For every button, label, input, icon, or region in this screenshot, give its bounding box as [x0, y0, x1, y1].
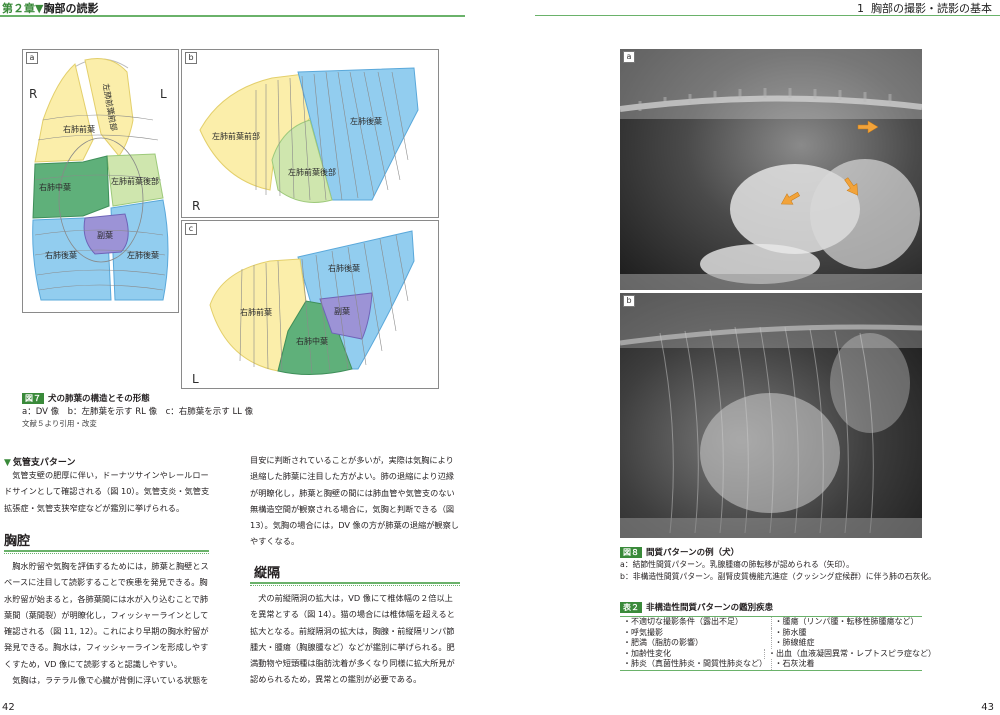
lobe-b-anterior-caudal: 左肺前葉後部 — [288, 167, 336, 177]
table-row: ・肥満（脂肪の影響）・肺線維症 — [620, 638, 922, 649]
fig7-panel-a: a R L 左肺前葉前部 右肺前葉 右肺中葉 — [22, 49, 179, 313]
L-label: L — [160, 87, 167, 101]
paragraph: 気管支壁の肥厚に伴い，ドーナツサインやレールロードサインとして確認される（図 1… — [4, 470, 210, 513]
section-heading-mediastinum: 縦隔 — [254, 566, 281, 581]
paragraph: 犬の前縦隔洞の拡大は，VD 像にて椎体幅の２倍以上を異常とする（図 14）。猫の… — [250, 593, 455, 685]
chapter-title: 胸部の読影 — [43, 2, 99, 15]
fig7-panel-c: c L 右肺後葉 副葉 右肺前葉 右肺中葉 — [181, 220, 439, 389]
page-number-right: 43 — [981, 702, 994, 713]
fig8-caption-a: a：結節性間質パターン。乳腺腫瘍の肺転移が認められる（矢印）。 — [620, 560, 854, 569]
para-pleural: 胸水貯留や気胸を評価するためには，肺葉と胸壁とスペースに注目して読影することで疾… — [4, 558, 211, 688]
section-rule — [4, 550, 209, 552]
table-cell: ・加齢性変化 — [620, 648, 765, 660]
xray-a-image — [620, 49, 922, 290]
panel-label-xray-a: a — [623, 51, 635, 63]
table-row: ・不適切な撮影条件（露出不足）・腫瘍（リンパ腫・転移性肺腫瘍など） — [620, 617, 922, 628]
lung-ll-diagram: L 右肺後葉 副葉 右肺前葉 右肺中葉 — [192, 230, 415, 386]
panel-label-c: c — [185, 223, 197, 235]
fig7-source: 文献５より引用・改変 — [22, 419, 97, 428]
lobe-c-accessory: 副葉 — [334, 306, 350, 316]
table-cell: ・呼気撮影 — [620, 627, 772, 639]
fig8-caption-title: 図８ 間質パターンの例（犬） — [620, 546, 739, 558]
para-pneumothorax: 目安に判断されていることが多いが，実際は気胸により退縮した肺葉に注目した方がよい… — [250, 452, 460, 550]
xray-b-image — [620, 293, 922, 538]
page-number-left: 42 — [2, 702, 15, 713]
xray-a: a — [620, 49, 922, 290]
lobe-right-middle: 右肺中葉 — [39, 182, 71, 192]
paragraph: 胸水貯留や気胸を評価するためには，肺葉と胸壁とスペースに注目して読影することで疾… — [4, 561, 209, 669]
lobe-right-caudal: 右肺後葉 — [45, 250, 77, 260]
table-row: ・肺炎（真菌性肺炎・間質性肺炎など）・石灰沈着 — [620, 659, 922, 670]
table-cell: ・不適切な撮影条件（露出不足） — [620, 617, 772, 628]
table2-title-text: 非構造性間質パターンの鑑別疾患 — [646, 603, 774, 613]
fig7-caption: a：DV 像 b：左肺葉を示す RL 像 c：右肺葉を示す LL 像 — [22, 407, 254, 417]
fig7-title: 犬の肺葉の構造とその形態 — [48, 394, 150, 404]
lobe-c-anterior: 右肺前葉 — [240, 307, 272, 317]
table-row: ・呼気撮影・肺水腫 — [620, 627, 922, 639]
table-cell: ・肥満（脂肪の影響） — [620, 638, 772, 649]
fig7-panel-b: b R 左肺前葉前部 左肺後葉 左肺前葉後部 — [181, 49, 439, 218]
fig7-tag: 図７ — [22, 393, 44, 404]
panel-label-xray-b: b — [623, 295, 635, 307]
table-cell: ・肺炎（真菌性肺炎・間質性肺炎など） — [620, 659, 772, 670]
lobe-b-caudal: 左肺後葉 — [350, 116, 382, 126]
panel-label-a: a — [26, 52, 38, 64]
lobe-left-caudal: 左肺後葉 — [127, 250, 159, 260]
table-cell: ・腫瘍（リンパ腫・転移性肺腫瘍など） — [774, 617, 919, 626]
panel-label-b: b — [185, 52, 197, 64]
table-cell: ・石灰沈着 — [774, 659, 815, 669]
lobe-accessory: 副葉 — [97, 230, 113, 240]
para-mediastinum: 犬の前縦隔洞の拡大は，VD 像にて椎体幅の２倍以上を異常とする（図 14）。猫の… — [250, 590, 460, 688]
triangle-icon: ▼ — [35, 2, 44, 15]
lobe-c-caudal: 右肺後葉 — [328, 263, 360, 273]
R-label: R — [29, 87, 37, 101]
section-heading-pleural: 胸腔 — [4, 534, 31, 549]
fig8-tag: 図８ — [620, 547, 642, 558]
paragraph: 気胸は，ラテラル像で心臓が背側に浮いている状態を — [12, 675, 209, 686]
header-rule-left — [0, 15, 465, 17]
table2-tag: 表２ — [620, 602, 642, 613]
xray-b: b — [620, 293, 922, 538]
R-label-b: R — [192, 199, 200, 213]
lobe-c-middle: 右肺中葉 — [296, 336, 328, 346]
lobe-right-anterior: 右肺前葉 — [63, 124, 95, 134]
lung-dv-diagram: R L 左肺前葉前部 右肺前葉 右肺中葉 左肺前葉後部 副葉 右肺後葉 左肺後葉 — [29, 58, 169, 301]
lung-rl-diagram: R 左肺前葉前部 左肺後葉 左肺前葉後部 — [192, 67, 419, 213]
fig8-title: 間質パターンの例（犬） — [646, 548, 740, 558]
fig7-caption-title: 図７ 犬の肺葉の構造とその形態 — [22, 392, 150, 404]
header-rule-right — [535, 15, 1000, 16]
section-number: 1 — [857, 2, 864, 15]
section-rule-dotted — [4, 553, 209, 554]
lobe-left-anterior-caudal: 左肺前葉後部 — [111, 176, 159, 186]
left-running-header: 第２章▼胸部の読影 — [2, 0, 98, 16]
table-cell: ・肺線維症 — [774, 638, 815, 648]
table-cell: ・肺水腫 — [774, 627, 807, 637]
paragraph: 目安に判断されていることが多いが，実際は気胸により退縮した肺葉に注目した方がよい… — [250, 455, 459, 547]
triangle-icon: ▼ — [4, 458, 11, 468]
table2: ・不適切な撮影条件（露出不足）・腫瘍（リンパ腫・転移性肺腫瘍など） ・呼気撮影・… — [620, 616, 936, 671]
L-label-c: L — [192, 372, 199, 386]
subhead-bronchial: ▼気管支パターン — [4, 455, 75, 468]
lobe-b-anterior-cranial: 左肺前葉前部 — [212, 131, 260, 141]
table-row: ・加齢性変化・出血（血液凝固異常・レプトスピラ症など） — [620, 648, 936, 660]
table2-title: 表２ 非構造性間質パターンの鑑別疾患 — [620, 601, 773, 613]
para-bronchial: 気管支壁の肥厚に伴い，ドーナツサインやレールロードサインとして確認される（図 1… — [4, 467, 211, 516]
fig8-caption-b: b：非構造性間質パターン。副腎皮質機能亢進症（クッシング症候群）に伴う肺の石灰化… — [620, 572, 936, 581]
section-title: 胸部の撮影・読影の基本 — [871, 2, 992, 15]
section-rule-dotted — [250, 585, 460, 586]
right-running-header: 1 胸部の撮影・読影の基本 — [857, 0, 992, 16]
table-cell: ・出血（血液凝固異常・レプトスピラ症など） — [768, 648, 936, 658]
section-rule — [250, 582, 460, 584]
chapter-label: 第２章 — [2, 2, 35, 15]
subhead-bronchial-text: 気管支パターン — [12, 458, 76, 468]
